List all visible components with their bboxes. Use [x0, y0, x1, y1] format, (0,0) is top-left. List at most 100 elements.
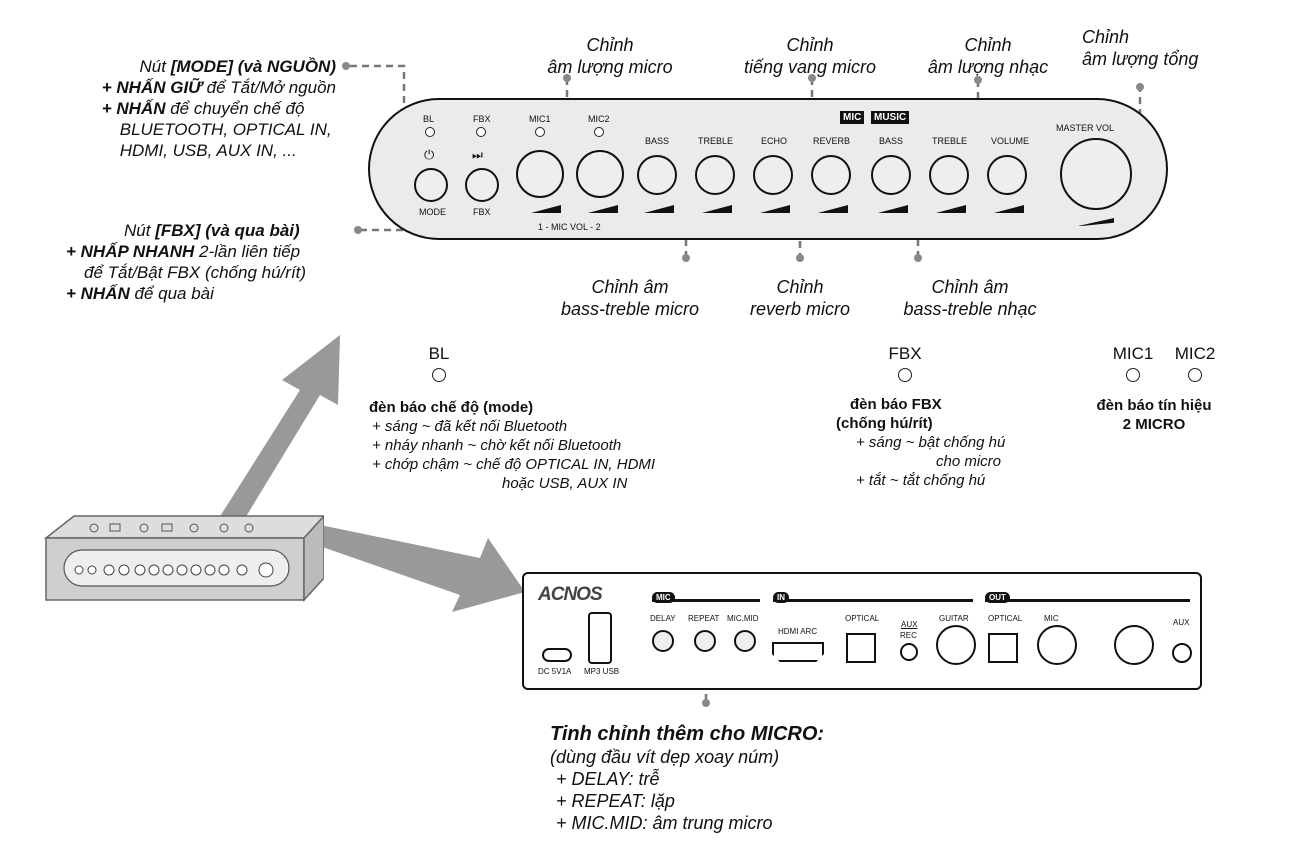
mic1-indicator-led: [1126, 368, 1140, 382]
fbx-indicator-led: [898, 368, 912, 382]
music-treble-knob[interactable]: [929, 155, 969, 195]
rear-out-tag: OUT: [985, 592, 1010, 603]
mic-indicator-info: đèn báo tín hiệu 2 MICRO: [1096, 397, 1212, 433]
mic2-indicator-label: MIC2: [1174, 344, 1216, 363]
usb-port[interactable]: [588, 612, 612, 664]
reverb-knob[interactable]: [811, 155, 851, 195]
soundbar-illustration: [43, 514, 324, 602]
music-bass-label: BASS: [879, 136, 904, 146]
fbx-indicator-info: đèn báo FBX (chống hú/rít) + sáng ~ bật …: [836, 396, 1006, 489]
repeat-label: REPEAT: [688, 614, 720, 623]
mode-button-note: Nút [MODE] (và NGUỒN) + NHẤN GIỮ để Tắt/…: [101, 57, 336, 160]
panel-mic2-label: MIC2: [588, 114, 610, 124]
fbx-indicator-label: FBX: [888, 344, 922, 363]
aux-out-jack[interactable]: [1172, 643, 1192, 663]
repeat-trim-knob[interactable]: [694, 630, 716, 652]
optical-out-label: OPTICAL: [988, 614, 1023, 623]
panel-fbx-label: FBX: [473, 114, 491, 124]
fbx-button[interactable]: [465, 168, 499, 202]
mic2-volume-ramp: [588, 205, 618, 213]
mic1-volume-knob[interactable]: [516, 150, 564, 198]
optical-in-label: OPTICAL: [845, 614, 880, 623]
guitar-label: GUITAR: [939, 614, 969, 623]
music-section-tag: MUSIC: [871, 111, 910, 124]
delay-label: DELAY: [650, 614, 676, 623]
mic1-volume-ramp: [531, 205, 561, 213]
fbx-button-note: Nút [FBX] (và qua bài) + NHẤP NHANH 2-lầ…: [66, 221, 307, 303]
mic-vol-label: 1 - MIC VOL - 2: [538, 222, 601, 232]
music-bass-knob[interactable]: [871, 155, 911, 195]
bl-indicator-label: BL: [428, 344, 450, 363]
reverb-label: REVERB: [813, 136, 851, 146]
mic-treble-knob[interactable]: [695, 155, 735, 195]
master-vol-label: MASTER VOL: [1056, 123, 1115, 133]
rear-mic-tag: MIC: [652, 592, 675, 603]
mic-section-tag: MIC: [840, 111, 865, 124]
echo-label: ECHO: [761, 136, 788, 146]
guitar-jack[interactable]: [936, 625, 976, 665]
mic2-volume-knob[interactable]: [576, 150, 624, 198]
music-volume-knob[interactable]: [987, 155, 1027, 195]
rear-out-section-bar: [985, 599, 1190, 602]
music-treble-label: TREBLE: [932, 136, 968, 146]
mic2-out-jack[interactable]: [1114, 625, 1154, 665]
mic-treble-ramp: [702, 205, 732, 213]
aux-out-label: AUX: [1173, 618, 1190, 627]
micro-tuning-note: Tinh chỉnh thêm cho MICRO: (dùng đầu vít…: [550, 723, 825, 833]
bl-indicator-led: [432, 368, 446, 382]
rear-in-tag: IN: [773, 592, 789, 603]
mic-out-label: MIC: [1044, 614, 1059, 623]
power-icon: ⏻: [424, 147, 435, 162]
mic-treble-label: TREBLE: [698, 136, 734, 146]
fbx-led: [476, 127, 486, 137]
panel-mic1-label: MIC1: [529, 114, 551, 124]
rear-panel: [522, 572, 1202, 690]
delay-trim-knob[interactable]: [652, 630, 674, 652]
hdmi-arc-port[interactable]: [772, 642, 824, 662]
usb-label: MP3 USB: [584, 667, 620, 676]
panel-bl-label: BL: [423, 114, 435, 124]
reverb-ramp: [818, 205, 848, 213]
optical-in-port[interactable]: [846, 633, 876, 663]
aux-in-jack[interactable]: [900, 643, 918, 661]
echo-knob[interactable]: [753, 155, 793, 195]
mic-bass-knob[interactable]: [637, 155, 677, 195]
aux-in-label: AUX: [901, 620, 918, 629]
music-treble-ramp: [936, 205, 966, 213]
mic2-indicator-led: [1188, 368, 1202, 382]
mic2-led: [594, 127, 604, 137]
mic1-indicator-label: MIC1: [1112, 344, 1154, 363]
rear-brand-logo: ACNOS: [538, 584, 603, 605]
master-volume-ramp: [1078, 218, 1114, 226]
bl-indicator-info: đèn báo chế độ (mode) + sáng ~ đã kết nố…: [369, 399, 656, 492]
hdmi-arc-label: HDMI ARC: [778, 627, 818, 636]
mic-out-jack[interactable]: [1037, 625, 1077, 665]
mode-button[interactable]: [414, 168, 448, 202]
mode-label: MODE: [419, 207, 446, 217]
mic-mid-trim-knob[interactable]: [734, 630, 756, 652]
fbx-button-label: FBX: [473, 207, 491, 217]
volume-label: VOLUME: [991, 136, 1030, 146]
mic1-led: [535, 127, 545, 137]
rear-mic-section-bar: [652, 599, 760, 602]
mic-bass-label: BASS: [645, 136, 670, 146]
master-volume-knob[interactable]: [1060, 138, 1132, 210]
mic-bass-ramp: [644, 205, 674, 213]
rec-label: REC: [900, 631, 917, 640]
bl-led: [425, 127, 435, 137]
optical-out-port[interactable]: [988, 633, 1018, 663]
dc-label: DC 5V1A: [538, 667, 572, 676]
dc-port[interactable]: [542, 648, 572, 662]
echo-ramp: [760, 205, 790, 213]
music-bass-ramp: [878, 205, 908, 213]
rear-in-section-bar: [773, 599, 973, 602]
next-track-icon: ⏭: [472, 148, 483, 162]
